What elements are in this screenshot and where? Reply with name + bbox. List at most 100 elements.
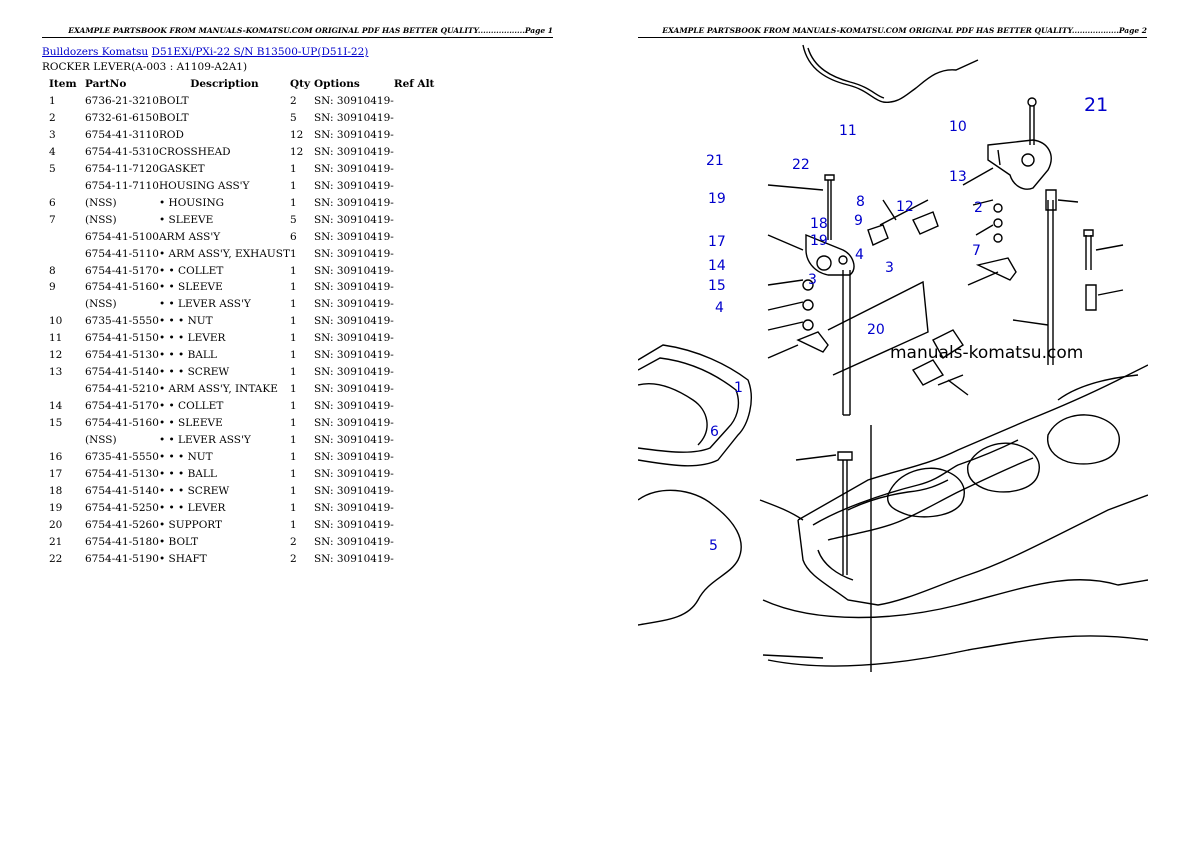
callout-9: 9 bbox=[854, 213, 863, 229]
cell-options: SN: 30910419- bbox=[313, 349, 394, 362]
callout-15: 15 bbox=[708, 278, 726, 294]
cell-options: SN: 30910419- bbox=[313, 332, 394, 345]
cell-qty: 5 bbox=[289, 213, 297, 226]
cell-options: SN: 30910419- bbox=[313, 417, 394, 430]
callout-13: 13 bbox=[949, 169, 967, 185]
cell-description: • • • BALL bbox=[159, 467, 217, 480]
cell-options: SN: 30910419- bbox=[313, 298, 394, 311]
cell-description: • HOUSING bbox=[159, 196, 225, 209]
cell-item: 1 bbox=[49, 95, 56, 107]
cell-ref-alt bbox=[394, 263, 444, 280]
cell-item: 8 bbox=[49, 264, 56, 277]
cell-qty: 1 bbox=[289, 162, 297, 175]
cell-description: • BOLT bbox=[159, 535, 199, 548]
cell-description: • • COLLET bbox=[159, 264, 224, 277]
cell-item: 10 bbox=[49, 315, 63, 328]
cell-item bbox=[42, 229, 85, 246]
cell-ref-alt bbox=[394, 330, 444, 347]
column-header-partno: PartNo bbox=[85, 78, 127, 90]
cell-qty: 1 bbox=[289, 434, 297, 447]
cell-options: SN: 30910419- bbox=[313, 162, 394, 175]
cell-qty: 1 bbox=[289, 501, 297, 514]
cell-description: • SLEEVE bbox=[159, 213, 214, 226]
cell-description: • SHAFT bbox=[159, 552, 207, 565]
cell-qty: 1 bbox=[289, 298, 297, 311]
cell-item bbox=[42, 178, 85, 195]
cell-ref-alt bbox=[394, 195, 444, 212]
callout-17: 17 bbox=[708, 234, 726, 250]
callout-14: 14 bbox=[708, 258, 726, 274]
callout-8: 8 bbox=[856, 194, 865, 210]
cell-description: • ARM ASS'Y, INTAKE bbox=[159, 383, 278, 396]
cell-qty: 1 bbox=[289, 332, 297, 345]
callout-19-mid: 19 bbox=[810, 233, 828, 249]
cell-partno: 6754-41-3110 bbox=[85, 128, 159, 141]
cell-partno: 6754-11-7120 bbox=[85, 162, 159, 175]
cell-ref-alt bbox=[394, 313, 444, 330]
cell-options: SN: 30910419- bbox=[313, 179, 394, 192]
cell-options: SN: 30910419- bbox=[313, 400, 394, 413]
cell-qty: 1 bbox=[289, 247, 297, 260]
cell-partno: 6754-41-5140 bbox=[85, 484, 159, 497]
callout-21-left: 21 bbox=[706, 153, 724, 169]
cell-qty: 1 bbox=[289, 400, 297, 413]
cell-ref-alt bbox=[394, 93, 444, 110]
cell-partno: 6754-41-5210 bbox=[85, 383, 159, 396]
section-title: ROCKER LEVER(A-003 : A1109-A2A1) bbox=[42, 61, 248, 73]
callout-numbers: 21 10 11 13 21 22 19 8 9 12 2 18 19 4 3 … bbox=[706, 94, 1108, 554]
cell-description: • • LEVER ASS'Y bbox=[159, 298, 251, 311]
cell-ref-alt bbox=[394, 500, 444, 517]
cell-ref-alt bbox=[394, 229, 444, 246]
cell-ref-alt bbox=[394, 551, 444, 568]
cell-partno: 6754-41-5140 bbox=[85, 366, 159, 379]
cell-item: 20 bbox=[49, 518, 63, 531]
column-header-ref-alt: Ref Alt bbox=[393, 78, 435, 90]
cell-partno: 6736-21-3210 bbox=[85, 95, 159, 107]
cell-options: SN: 30910419- bbox=[313, 535, 394, 548]
cell-partno: (NSS) bbox=[85, 434, 117, 447]
gasket-left-lower bbox=[638, 489, 742, 626]
cell-description: BOLT bbox=[159, 111, 189, 124]
callout-2: 2 bbox=[974, 200, 983, 216]
cell-options: SN: 30910419- bbox=[313, 230, 394, 243]
page-header-2: EXAMPLE PARTSBOOK FROM MANUALS-KOMATSU.C… bbox=[638, 26, 1147, 38]
cell-ref-alt bbox=[394, 449, 444, 466]
cell-qty: 1 bbox=[289, 518, 297, 531]
cell-ref-alt bbox=[394, 517, 444, 534]
cell-qty: 2 bbox=[289, 552, 297, 565]
cell-partno: 6754-41-5110 bbox=[85, 247, 159, 260]
callout-22: 22 bbox=[792, 157, 810, 173]
cell-description: • • LEVER ASS'Y bbox=[159, 434, 251, 447]
cell-item: 16 bbox=[49, 451, 63, 464]
cell-description: • • SLEEVE bbox=[159, 281, 223, 294]
cell-options: SN: 30910419- bbox=[313, 213, 394, 226]
cell-ref-alt bbox=[394, 296, 444, 313]
gasket-top-outline bbox=[802, 44, 979, 103]
cell-partno: 6754-41-5160 bbox=[85, 281, 159, 294]
cell-partno: 6754-41-5250 bbox=[85, 501, 159, 514]
cell-description: • • • SCREW bbox=[159, 484, 230, 497]
breadcrumb-link-model[interactable]: D51EXi/PXi-22 S/N B13500-UP(D51I-22) bbox=[151, 46, 369, 58]
cell-ref-alt bbox=[394, 178, 444, 195]
cell-qty: 1 bbox=[289, 383, 297, 396]
cell-qty: 2 bbox=[289, 95, 297, 107]
breadcrumb-link-bulldozers[interactable]: Bulldozers Komatsu bbox=[42, 46, 149, 58]
callout-20: 20 bbox=[867, 322, 885, 338]
cell-ref-alt bbox=[394, 212, 444, 229]
cell-partno: 6754-41-5150 bbox=[85, 332, 159, 345]
cell-item: 6 bbox=[49, 196, 56, 209]
cell-ref-alt bbox=[394, 466, 444, 483]
cell-item: 9 bbox=[49, 281, 56, 294]
